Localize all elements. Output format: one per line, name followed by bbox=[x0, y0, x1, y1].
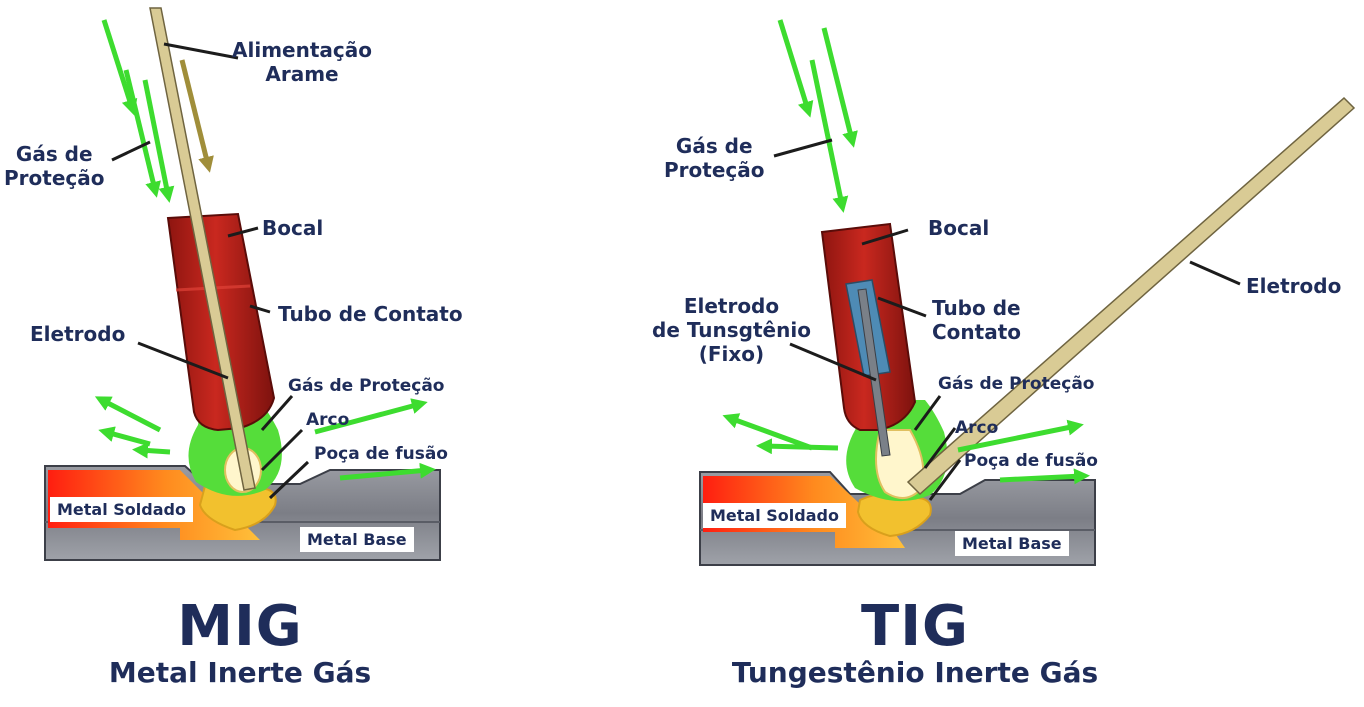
mig-label-shield-gas-top: Gás de Proteção bbox=[4, 142, 104, 190]
mig-subtitle: Metal Inerte Gás bbox=[108, 656, 372, 689]
mig-label-weld-pool: Poça de fusão bbox=[314, 444, 448, 464]
tig-label-shield-gas-top-line1: Gás de bbox=[675, 134, 753, 158]
tig-label-tungsten: Eletrodo de Tunsgtênio (Fixo) bbox=[652, 294, 811, 366]
mig-label-shield-gas: Gás de Proteção bbox=[288, 376, 445, 396]
tig-label-nozzle: Bocal bbox=[928, 216, 990, 240]
mig-label-arc: Arco bbox=[306, 410, 350, 430]
mig-label-electrode: Eletrodo bbox=[30, 322, 126, 346]
mig-label-wire-feed: Alimentação Arame bbox=[232, 38, 372, 86]
mig-wire bbox=[149, 7, 256, 491]
tig-label-weld-pool: Poça de fusão bbox=[964, 451, 1098, 471]
mig-label-weld-metal: Metal Soldado bbox=[50, 497, 193, 522]
tig-label-electrode: Eletrodo bbox=[1246, 274, 1342, 298]
tig-label-base-metal: Metal Base bbox=[955, 531, 1069, 556]
tig-title-block: TIG Tungestênio Inerte Gás bbox=[700, 598, 1130, 690]
tig-label-tungsten-line3: (Fixo) bbox=[698, 342, 765, 366]
mig-diagram bbox=[44, 7, 441, 561]
tig-title: TIG bbox=[861, 594, 969, 659]
tig-label-shield-gas: Gás de Proteção bbox=[938, 374, 1095, 394]
mig-label-shield-gas-top-line2: Proteção bbox=[4, 166, 105, 190]
tig-label-arc: Arco bbox=[955, 418, 999, 438]
mig-label-wire-feed-line2: Arame bbox=[265, 62, 339, 86]
mig-label-nozzle: Bocal bbox=[262, 216, 324, 240]
tig-filler-rod bbox=[906, 96, 1356, 496]
tig-label-contact-tube: Tubo de Contato bbox=[932, 296, 1021, 344]
tig-tungsten bbox=[857, 288, 891, 457]
mig-label-base-metal: Metal Base bbox=[300, 527, 414, 552]
tig-label-tungsten-line1: Eletrodo bbox=[683, 294, 780, 318]
mig-title: MIG bbox=[177, 594, 303, 659]
tig-subtitle: Tungestênio Inerte Gás bbox=[731, 656, 1099, 689]
tig-label-contact-tube-line2: Contato bbox=[932, 320, 1022, 344]
tig-label-weld-metal: Metal Soldado bbox=[703, 503, 846, 528]
mig-label-wire-feed-line1: Alimentação bbox=[232, 38, 372, 62]
mig-label-contact-tube: Tubo de Contato bbox=[278, 302, 463, 326]
tig-label-shield-gas-top-line2: Proteção bbox=[664, 158, 765, 182]
tig-label-contact-tube-line1: Tubo de bbox=[932, 296, 1021, 320]
mig-title-block: MIG Metal Inerte Gás bbox=[60, 598, 420, 690]
mig-label-shield-gas-top-line1: Gás de bbox=[15, 142, 93, 166]
tig-label-shield-gas-top: Gás de Proteção bbox=[664, 134, 764, 182]
tig-label-tungsten-line2: de Tunsgtênio bbox=[652, 318, 811, 342]
